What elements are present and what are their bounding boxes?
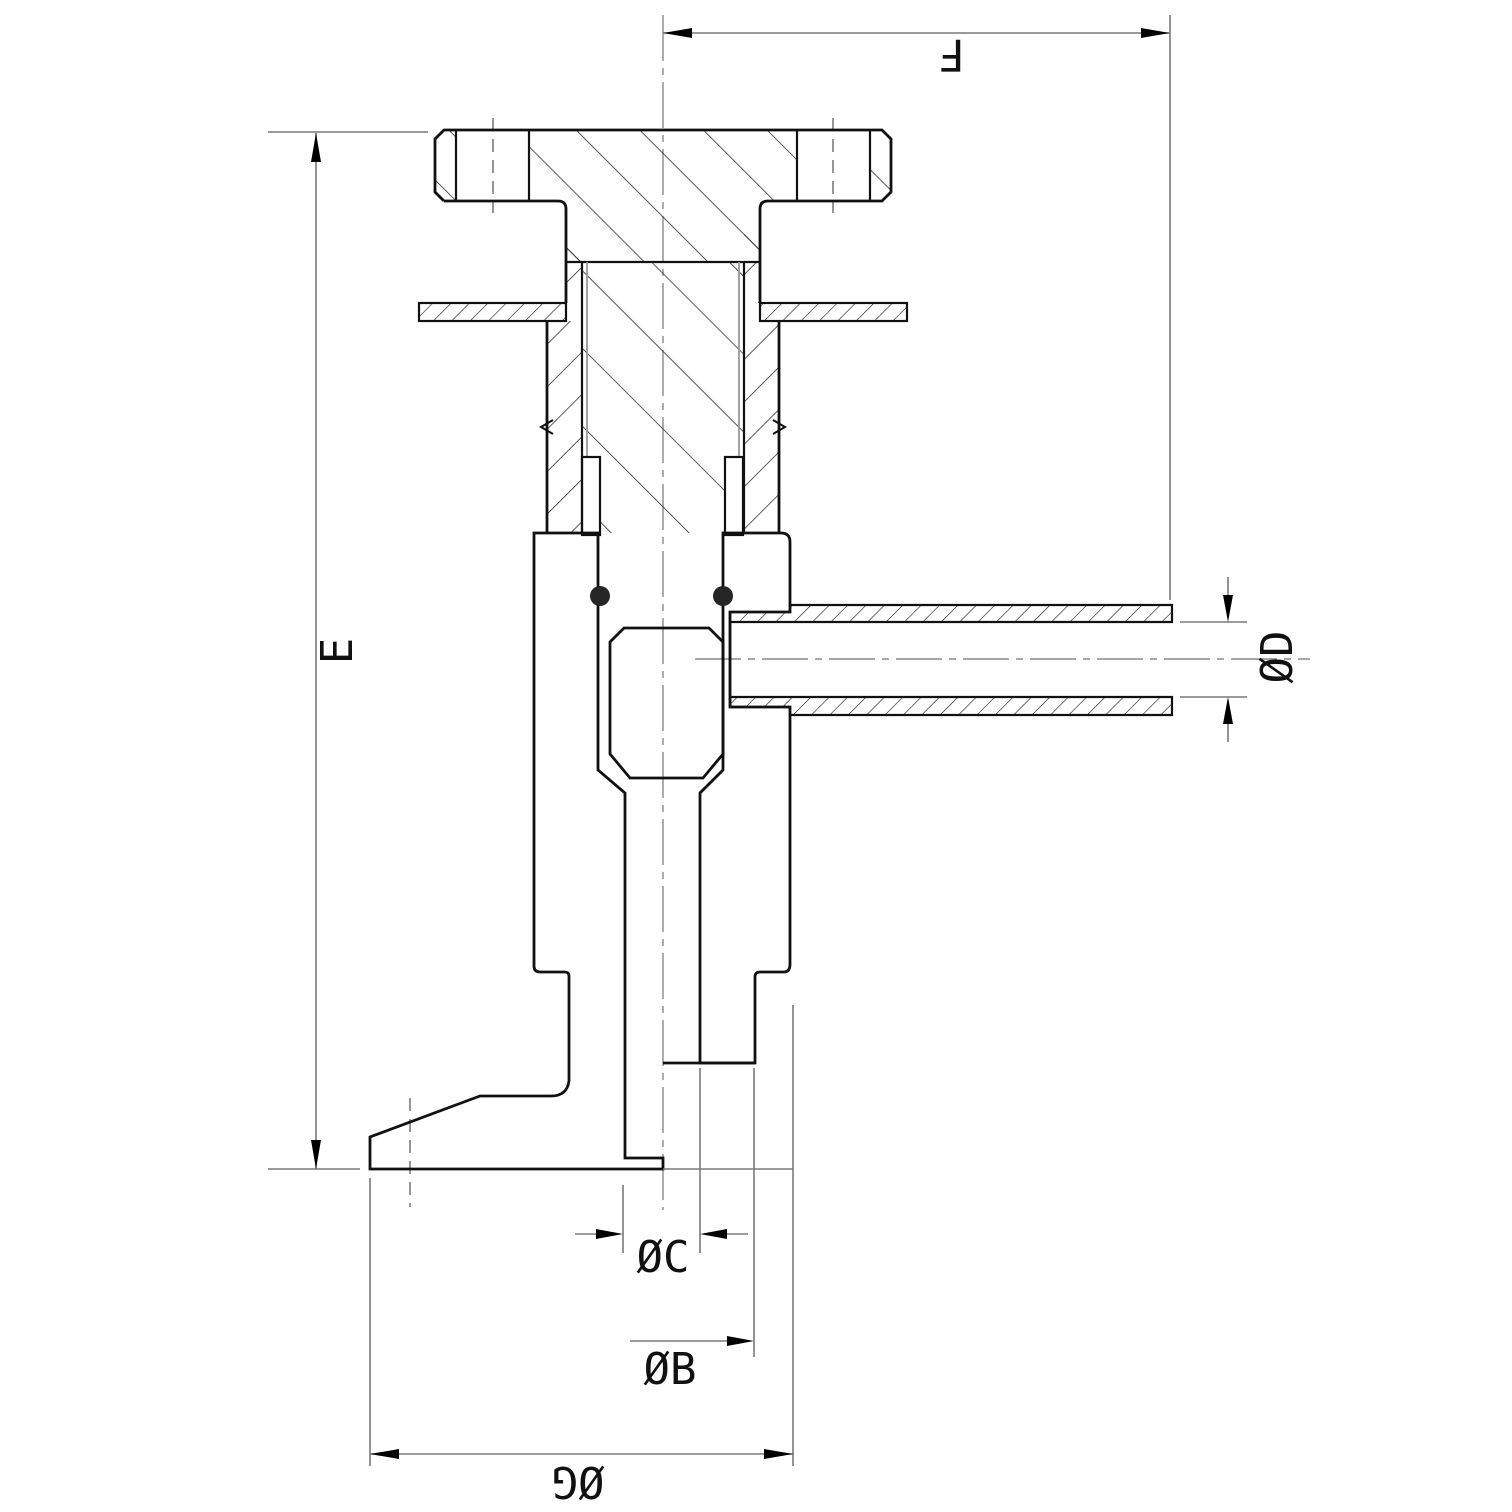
gland-packing [590, 586, 733, 780]
dim-og-arrow-right [764, 1449, 793, 1459]
dim-e-arrow-bottom [311, 1140, 321, 1169]
flange-ring-hatch-left [435, 130, 456, 201]
tube-insert-top [730, 612, 790, 622]
flange-bolt-bores [454, 130, 872, 201]
tube-outline [728, 603, 1174, 717]
hub-wall-left [566, 201, 582, 262]
tube-insert-bottom [730, 697, 790, 707]
plate-hatch-left [419, 303, 566, 321]
dim-ob-arrow [727, 1336, 754, 1346]
plate-outline-right [758, 301, 909, 323]
o-ring-left [590, 586, 610, 606]
dim-ob-label: ØB [644, 1344, 697, 1395]
neck-wall-left [566, 262, 582, 303]
neck-outer-walls [564, 209, 762, 303]
dim-od-arrow-bottom [1223, 697, 1233, 724]
plate-outline-left [417, 301, 568, 323]
dim-oc-label: ØC [637, 1232, 690, 1283]
plate-hatch-right [760, 303, 907, 321]
dim-e-arrow-top [311, 133, 321, 162]
side-tube [728, 603, 1174, 717]
top-flange [433, 128, 893, 262]
o-ring-right [713, 586, 733, 606]
tube-wall-top [790, 605, 1172, 622]
dimension-ob: ØB [630, 1068, 755, 1395]
inner-column [580, 262, 745, 537]
dim-f-arrow-right [1141, 28, 1170, 38]
dimension-e: E [268, 131, 428, 1170]
dimension-f: F [663, 15, 1171, 600]
thread-relief-notch-right [772, 419, 787, 435]
packing-cross-section [608, 626, 725, 780]
dim-og-arrow-left [370, 1449, 399, 1459]
dim-e-label: E [312, 638, 363, 665]
dim-od-label: ØD [1252, 631, 1303, 684]
dimension-og: ØG [369, 1005, 794, 1507]
flange-ring-hatch-right [870, 130, 891, 201]
dim-oc-extensions [622, 1068, 701, 1253]
collet-right [723, 455, 745, 537]
valve-body [368, 531, 792, 1171]
dim-oc-arrow-right [700, 1229, 727, 1239]
dim-f-label: F [939, 29, 966, 80]
flange-outline [433, 128, 893, 203]
inner-liner-lines [586, 262, 740, 457]
collet-left [580, 455, 602, 537]
sleeve-wall-left [547, 321, 582, 533]
dim-og-extensions [369, 1005, 794, 1466]
outer-sleeve [539, 321, 787, 533]
mounting-plate [417, 301, 909, 323]
sleeve-wall-right [744, 321, 779, 533]
dim-od-extensions [1180, 621, 1247, 698]
sleeve-outer-walls [545, 321, 781, 533]
dim-od-arrow-top [1223, 595, 1233, 622]
neck-wall-right [744, 262, 760, 303]
dim-oc-arrow-left [596, 1229, 623, 1239]
dim-og-label: ØG [552, 1456, 605, 1507]
hub-wall-right [744, 201, 760, 262]
inner-column-hatch [582, 262, 744, 533]
dimension-oc: ØC [575, 1068, 748, 1283]
thread-relief-notch-left [539, 419, 554, 435]
flange-hub-fillets [557, 199, 769, 210]
centerlines [409, 15, 1310, 1210]
flange-section-hatch [529, 130, 797, 262]
body-right-section [698, 531, 792, 1065]
dimension-od: ØD [1180, 577, 1303, 742]
dim-f-arrow-left [663, 28, 692, 38]
tube-wall-bottom [790, 697, 1172, 715]
body-left-section [368, 531, 665, 1171]
